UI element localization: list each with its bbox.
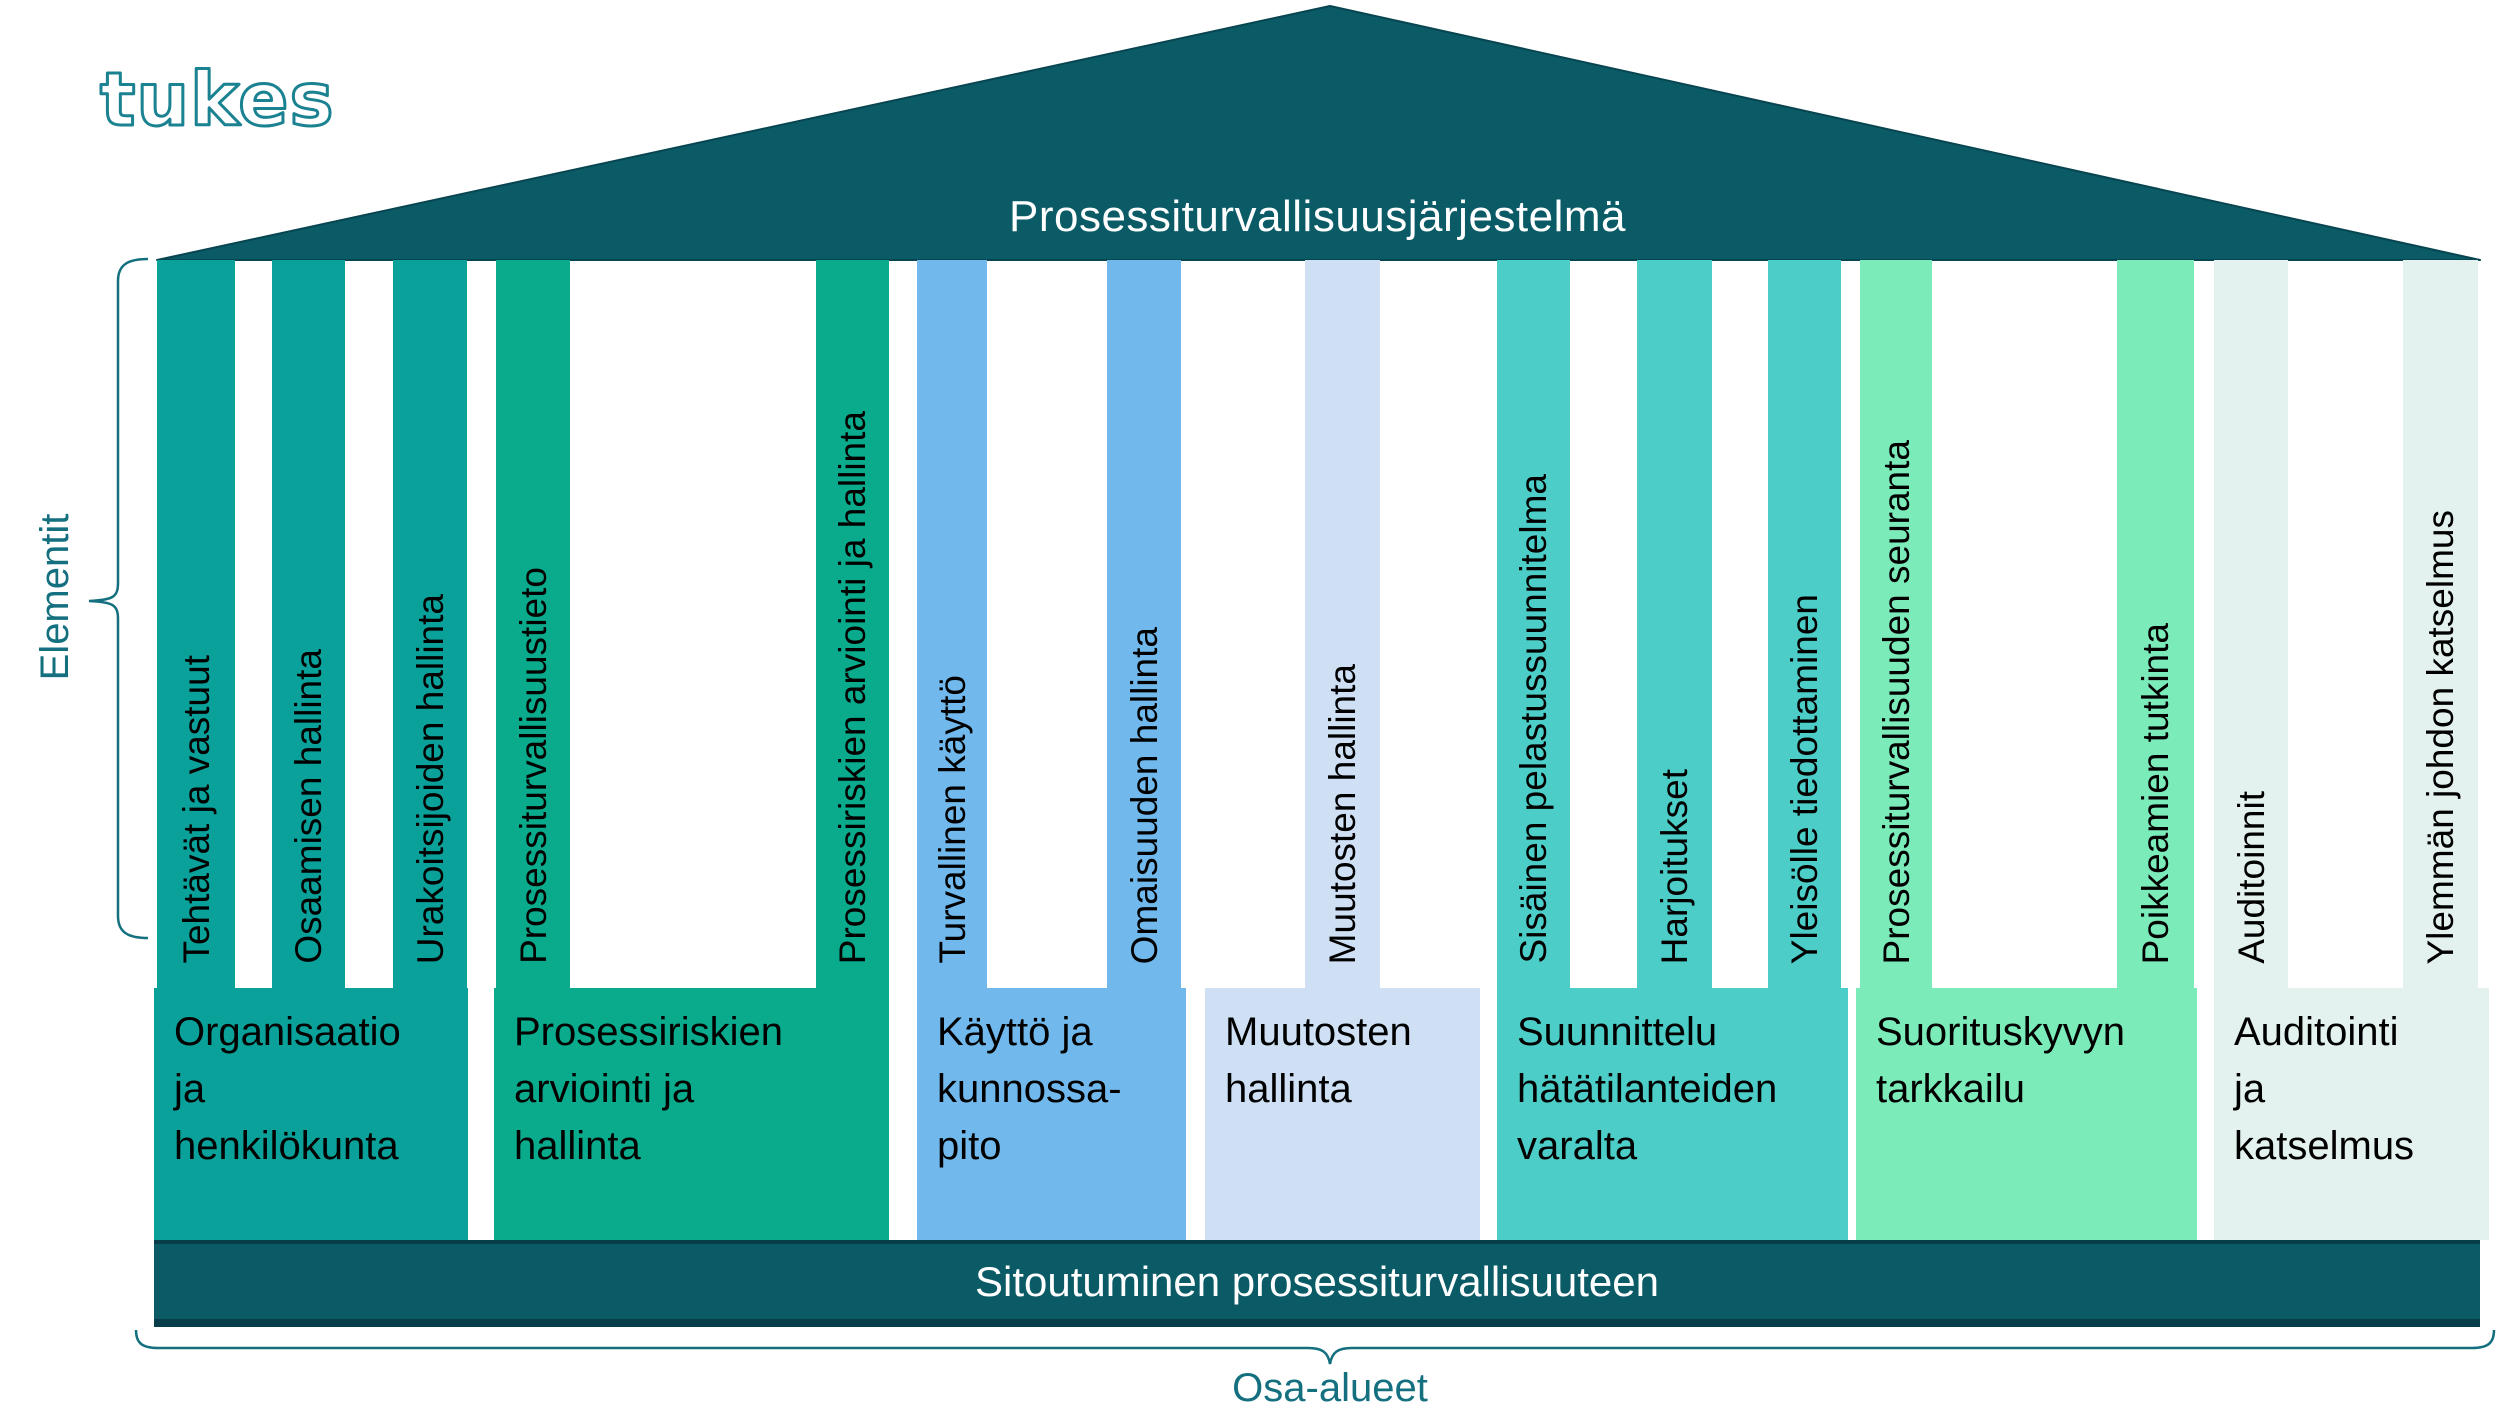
pillar-label: Prosessiriskien arviointi ja hallinta <box>832 410 873 964</box>
pillar: Yleisölle tiedottaminen <box>1768 260 1841 988</box>
pillar-label: Prosessiturvallisuuden seuranta <box>1875 439 1917 964</box>
pillar: Muutosten hallinta <box>1305 260 1380 988</box>
pillar: Poikkeamien tutkinta <box>2117 260 2194 988</box>
pillar-label: Osaamisen hallinta <box>288 649 329 964</box>
base-block-change-management: Muutosten hallinta <box>1205 988 1480 1240</box>
base-block-audit-review: Auditointi ja katselmus <box>2214 988 2489 1240</box>
areas-bracket <box>134 1329 2496 1365</box>
pillar-label: Yleisölle tiedottaminen <box>1784 593 1825 964</box>
foundation-bar: Sitoutuminen prosessiturvallisuuteen <box>154 1240 2480 1327</box>
pillar: Prosessiturvallisuuden seuranta <box>1860 260 1932 988</box>
tukes-logo-text: tukes <box>100 57 335 143</box>
pillar-label: Ylemmän johdon katselmus <box>2420 509 2461 965</box>
pillar-label: Omaisuuden hallinta <box>1123 626 1165 964</box>
elements-bracket <box>88 257 149 940</box>
pillar: Harjoitukset <box>1637 260 1712 988</box>
pillar-label: Sisäinen pelastussuunnitelma <box>1513 474 1554 964</box>
pillar-label: Urakoitsijoiden hallinta <box>409 593 451 964</box>
foundation-label: Sitoutuminen prosessiturvallisuuteen <box>974 1257 1660 1305</box>
pillar: Urakoitsijoiden hallinta <box>393 260 467 988</box>
pillar: Omaisuuden hallinta <box>1107 260 1181 988</box>
pillar-label: Tehtävät ja vastuut <box>175 655 217 964</box>
base-block-performance: Suorituskyvyn tarkkailu <box>1856 988 2197 1240</box>
pillar: Osaamisen hallinta <box>272 260 345 988</box>
left-axis-label: Elementit <box>33 513 77 681</box>
base-block-process-risks: Prosessiriskien arviointi ja hallinta <box>494 988 889 1240</box>
pillar: Turvallinen käyttö <box>917 260 987 988</box>
tukes-logo: tukes <box>99 56 336 145</box>
base-block-organisation: Organisaatio ja henkilökunta <box>154 988 468 1240</box>
pillar: Prosessiturvallisuustieto <box>496 260 570 988</box>
base-block-use-maintenance: Käyttö ja kunnossa- pito <box>917 988 1186 1240</box>
pillar-label: Poikkeamien tutkinta <box>2135 622 2176 964</box>
pillar-label: Prosessiturvallisuustieto <box>512 567 554 964</box>
pillar: Tehtävät ja vastuut <box>157 260 235 988</box>
pillar: Auditoinnit <box>2214 260 2288 988</box>
base-block-emergency-planning: Suunnittelu hätätilanteiden varalta <box>1497 988 1848 1240</box>
roof-title: Prosessiturvallisuusjärjestelmä <box>1008 192 1627 241</box>
bottom-axis-label: Osa-alueet <box>1232 1366 1428 1406</box>
pillar: Ylemmän johdon katselmus <box>2403 260 2478 988</box>
pillar-label: Muutosten hallinta <box>1322 663 1363 964</box>
pillar-label: Auditoinnit <box>2230 791 2272 964</box>
pillar: Prosessiriskien arviointi ja hallinta <box>816 260 889 988</box>
pillar-label: Harjoitukset <box>1654 768 1695 964</box>
pillar-label: Turvallinen käyttö <box>931 675 973 964</box>
pillar: Sisäinen pelastussuunnitelma <box>1497 260 1570 988</box>
